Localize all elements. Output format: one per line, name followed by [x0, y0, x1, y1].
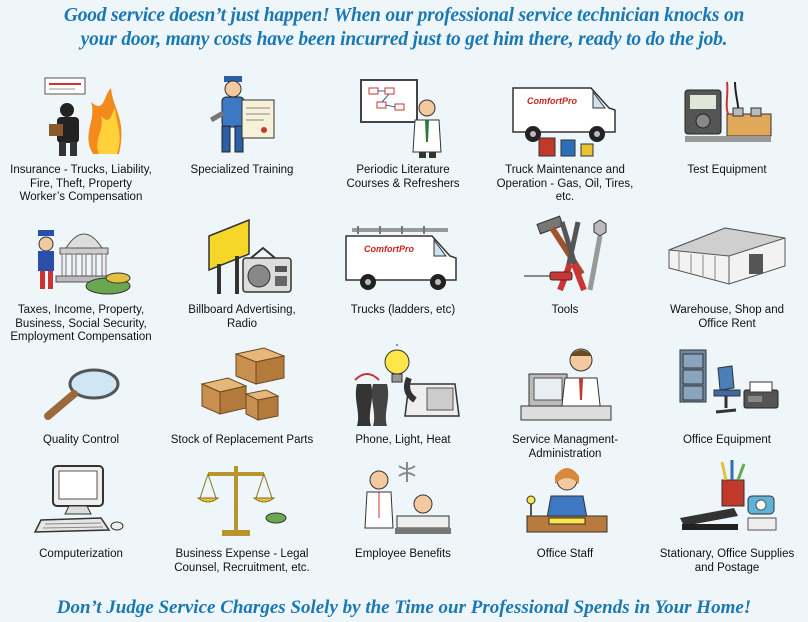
truck-maintenance-icon: ComfortPro — [486, 72, 644, 160]
truck-ladders-icon: ComfortPro — [324, 212, 482, 300]
cost-item-quality-control: Quality Control — [2, 342, 160, 448]
receptionist-icon — [486, 456, 644, 544]
cost-item-literature: Periodic Literature Courses & Refreshers — [324, 72, 482, 191]
headline-line-2: your door, many costs have been incurred… — [80, 29, 728, 50]
cost-item-replacement-parts: Stock of Replacement Parts — [163, 342, 321, 448]
taxes-icon — [2, 212, 160, 300]
billboard-radio-icon — [163, 212, 321, 300]
footer-slogan: Don’t Judge Service Charges Solely by th… — [56, 597, 752, 618]
scales-icon — [163, 456, 321, 544]
cost-item-service-management: Service Managment- Administration — [486, 342, 644, 461]
cost-item-label: Quality Control — [42, 434, 120, 446]
cost-item-label: Stationary, Office Supplies and Postage — [659, 548, 795, 574]
cost-item-business-expense: Business Expense - Legal Counsel, Recrui… — [163, 456, 321, 575]
cost-item-label: Phone, Light, Heat — [355, 434, 451, 446]
cost-item-label: Truck Maintenance and Operation - Gas, O… — [496, 164, 634, 203]
cost-item-label: Insurance - Trucks, Liability, Fire, The… — [10, 164, 152, 203]
cost-item-label: Business Expense - Legal Counsel, Recrui… — [174, 548, 310, 574]
cost-items-grid: Insurance - Trucks, Liability, Fire, The… — [0, 72, 808, 592]
cost-item-computerization: Computerization — [2, 456, 160, 562]
cost-item-label: Service Managment- Administration — [511, 434, 619, 460]
boxes-icon — [163, 342, 321, 430]
cost-item-label: Office Equipment — [682, 434, 771, 446]
cost-item-label: Office Staff — [536, 548, 594, 560]
headline: Good service doesn’t just happen! When o… — [0, 4, 808, 52]
office-equipment-icon — [648, 342, 806, 430]
cost-item-label: Test Equipment — [687, 164, 767, 176]
cost-item-label: Periodic Literature Courses & Refreshers — [346, 164, 460, 190]
cost-item-office-equipment: Office Equipment — [648, 342, 806, 448]
cost-item-label: Trucks (ladders, etc) — [350, 304, 456, 316]
tools-icon — [486, 212, 644, 300]
cost-item-test-equipment: Test Equipment — [648, 72, 806, 178]
stationery-icon — [648, 456, 806, 544]
cost-item-stationery: Stationary, Office Supplies and Postage — [648, 456, 806, 575]
headline-line-1: Good service doesn’t just happen! When o… — [63, 5, 745, 26]
cost-item-label: Stock of Replacement Parts — [170, 434, 314, 446]
cost-item-label: Billboard Advertising, Radio — [188, 304, 296, 330]
cost-item-taxes: Taxes, Income, Property, Business, Socia… — [2, 212, 160, 345]
insurance-icon — [2, 72, 160, 160]
cost-item-warehouse: Warehouse, Shop and Office Rent — [648, 212, 806, 331]
test-equipment-icon — [648, 72, 806, 160]
computer-icon — [2, 456, 160, 544]
cost-item-training: Specialized Training — [163, 72, 321, 178]
cost-item-label: Specialized Training — [190, 164, 294, 176]
cost-item-office-staff: Office Staff — [486, 456, 644, 562]
cost-item-truck-maintenance: ComfortPro Truck Maintenance and Operati… — [486, 72, 644, 205]
cost-item-label: Warehouse, Shop and Office Rent — [669, 304, 784, 330]
cost-item-label: Computerization — [39, 548, 123, 560]
truck-brand-text: ComfortPro — [527, 96, 577, 106]
literature-icon — [324, 72, 482, 160]
cost-item-employee-benefits: Employee Benefits — [324, 456, 482, 562]
manager-icon — [486, 342, 644, 430]
benefits-icon — [324, 456, 482, 544]
cost-item-trucks: ComfortPro Trucks (ladders, etc) — [324, 212, 482, 318]
magnifier-icon — [2, 342, 160, 430]
cost-item-insurance: Insurance - Trucks, Liability, Fire, The… — [2, 72, 160, 205]
phone-light-heat-icon — [324, 342, 482, 430]
cost-item-phone-light-heat: Phone, Light, Heat — [324, 342, 482, 448]
cost-item-label: Taxes, Income, Property, Business, Socia… — [10, 304, 152, 343]
cost-item-label: Tools — [551, 304, 579, 316]
cost-item-tools: Tools — [486, 212, 644, 318]
warehouse-icon — [648, 212, 806, 300]
truck-brand-text: ComfortPro — [364, 244, 414, 254]
cost-item-billboard: Billboard Advertising, Radio — [163, 212, 321, 331]
cost-item-label: Employee Benefits — [355, 548, 451, 560]
training-icon — [163, 72, 321, 160]
